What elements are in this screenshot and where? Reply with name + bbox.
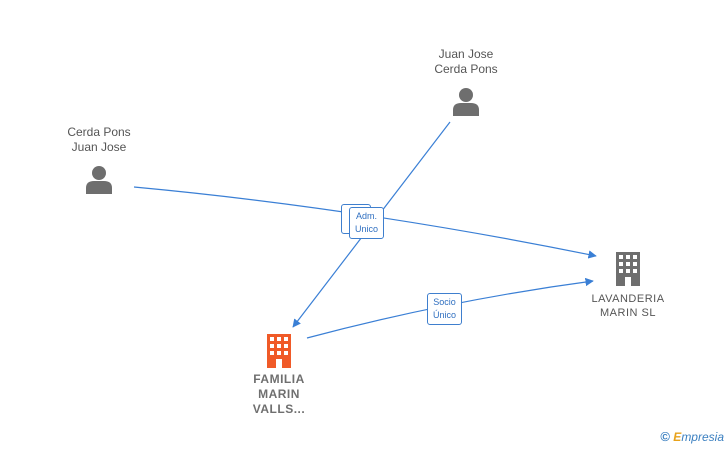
person-name-line2: Cerda Pons xyxy=(434,62,498,76)
company-name-line3: VALLS... xyxy=(252,402,306,416)
brand-name: mpresia xyxy=(681,430,724,444)
company-node-familia[interactable]: FAMILIA MARIN VALLS... xyxy=(236,334,322,417)
company-node-lavanderia[interactable]: LAVANDERIA MARIN SL xyxy=(582,252,674,320)
person-name-line1: Cerda Pons xyxy=(67,125,131,139)
company-name-line1: LAVANDERIA xyxy=(591,293,665,305)
edge-label-line1: Adm. xyxy=(356,211,378,221)
edge-label-line2: Único xyxy=(433,310,457,320)
building-icon xyxy=(267,334,291,368)
person-icon xyxy=(453,88,479,116)
edge-label-adm-unico[interactable]: Adm. Unico xyxy=(349,207,385,239)
edge-label-line2: Unico xyxy=(355,224,379,234)
person-name-line1: Juan Jose xyxy=(438,47,494,61)
brand-initial: E xyxy=(673,430,682,444)
empresia-watermark: © Empresia xyxy=(660,429,724,444)
edge-label-line1: Socio xyxy=(433,297,456,307)
edge-label-socio-unico[interactable]: Socio Único xyxy=(427,293,463,325)
person-node-juan-jose[interactable]: Juan Jose Cerda Pons xyxy=(424,47,508,116)
copyright-symbol: © xyxy=(660,429,670,444)
building-icon xyxy=(616,252,640,286)
person-icon xyxy=(86,166,112,194)
company-name-line1: FAMILIA xyxy=(253,372,305,386)
company-name-line2: MARIN xyxy=(258,387,300,401)
person-name-line2: Juan Jose xyxy=(71,140,127,154)
person-node-cerda-pons[interactable]: Cerda Pons Juan Jose xyxy=(57,125,141,194)
company-name-line2: MARIN SL xyxy=(600,307,656,319)
